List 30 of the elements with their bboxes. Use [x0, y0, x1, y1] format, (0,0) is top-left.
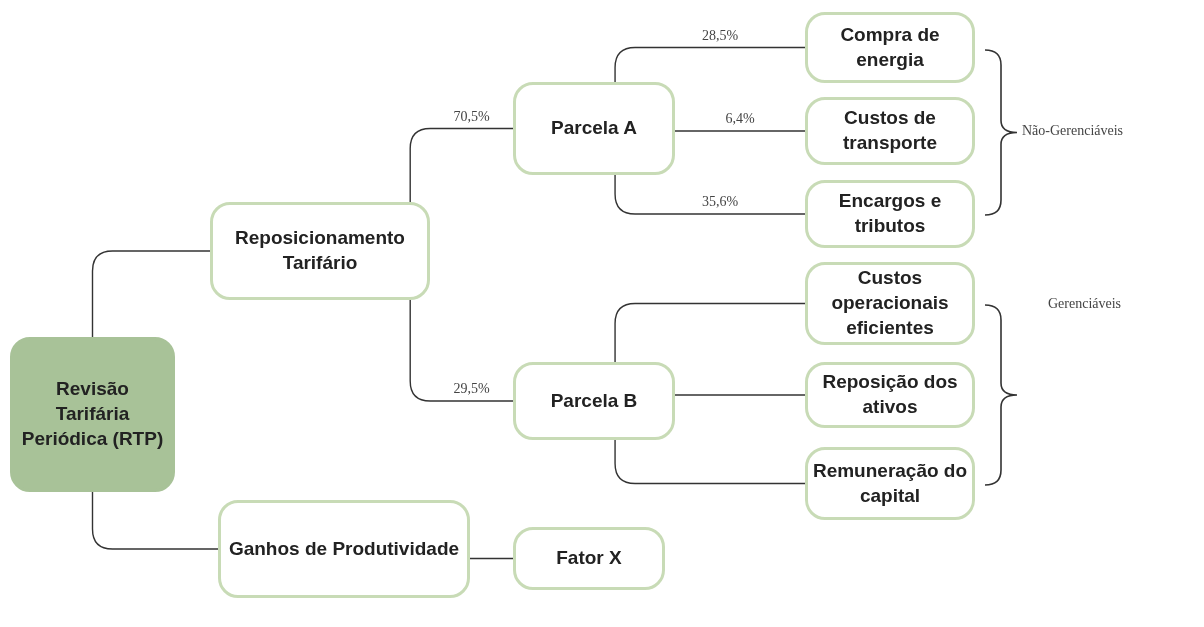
- process-box: Reposicionamento Tarifário: [210, 202, 430, 300]
- connector-line: [614, 439, 806, 485]
- connector-line: [409, 299, 514, 402]
- edge-label: 6,4%: [723, 111, 757, 127]
- process-box: Fator X: [513, 527, 665, 590]
- process-box: Custos operacionais eficientes: [805, 262, 975, 345]
- root-box: Revisão Tarifária Periódica (RTP): [10, 337, 175, 492]
- bracket-label: Não-Gerenciáveis: [1022, 123, 1124, 139]
- process-box: Custos de transporte: [805, 97, 975, 165]
- connector-line: [674, 130, 806, 132]
- connector-line: [469, 557, 514, 560]
- edge-label: 35,6%: [699, 194, 741, 210]
- connector-line: [91, 250, 211, 338]
- process-box: Encargos e tributos: [805, 180, 975, 248]
- process-box: Parcela A: [513, 82, 675, 175]
- connector-line: [409, 127, 514, 203]
- process-box: Remuneração do capital: [805, 447, 975, 520]
- process-box: Parcela B: [513, 362, 675, 440]
- process-box: Reposição dos ativos: [805, 362, 975, 428]
- connector-line: [674, 394, 806, 396]
- connector-line: [614, 174, 806, 215]
- edge-label: 29,5%: [451, 381, 492, 397]
- process-box: Ganhos de Produtividade: [218, 500, 470, 598]
- bracket-label: Gerenciáveis: [1048, 296, 1122, 312]
- connector-line: [91, 491, 219, 550]
- process-box: Compra de energia: [805, 12, 975, 83]
- edge-label: 28,5%: [699, 27, 741, 44]
- connector-line: [614, 46, 806, 83]
- edge-label: 70,5%: [451, 108, 492, 125]
- connector-line: [614, 302, 806, 363]
